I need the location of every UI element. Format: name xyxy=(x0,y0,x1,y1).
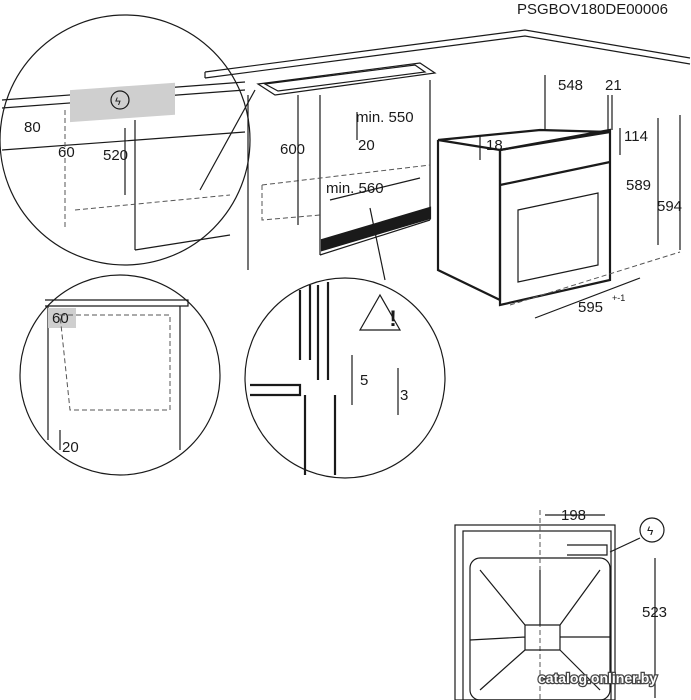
power-icon: ϟ xyxy=(115,96,121,108)
cabinet-min-width: min. 550 xyxy=(356,109,414,126)
detail-section-circle: ! 5 3 xyxy=(244,207,446,479)
top-detail-c: 520 xyxy=(103,147,128,164)
cabinet-min-depth: min. 560 xyxy=(326,180,384,197)
back-height: 523 xyxy=(642,604,667,621)
worktop xyxy=(204,29,691,96)
section-detail-a: 5 xyxy=(360,372,368,389)
detail-top-circle: ϟ 80 60 520 xyxy=(0,14,256,266)
detail-side-circle: 60 20 xyxy=(19,274,221,476)
side-detail-b: 20 xyxy=(62,439,79,456)
section-detail-b: 3 xyxy=(400,387,408,404)
oven: 548 21 18 114 589 594 595 +-1 xyxy=(436,75,682,319)
oven-height-inner: 589 xyxy=(626,177,651,194)
cabinet-height: 600 xyxy=(280,141,305,158)
power-icon: ϟ xyxy=(647,524,654,538)
oven-width-tolerance: +-1 xyxy=(612,293,625,303)
oven-depth: 548 xyxy=(558,77,583,94)
watermark: catalog.onliner.by xyxy=(538,670,657,686)
oven-top-gap: 18 xyxy=(486,137,503,154)
cabinet-gap: 20 xyxy=(358,137,375,154)
drawing-code: PSGBOV180DE00006 xyxy=(517,1,668,18)
top-detail-a: 80 xyxy=(24,119,41,136)
back-offset: 198 xyxy=(561,507,586,524)
oven-panel: 114 xyxy=(624,128,648,145)
cabinet: 600 min. 550 20 min. 560 xyxy=(247,80,432,270)
oven-height: 594 xyxy=(657,198,682,215)
oven-front: 21 xyxy=(605,77,622,94)
warning-icon: ! xyxy=(389,306,396,331)
oven-width: 595 xyxy=(578,299,603,316)
top-detail-b: 60 xyxy=(58,144,75,161)
back-view: 198 ϟ 523 xyxy=(454,507,667,700)
side-detail-a: 60 xyxy=(52,310,69,327)
